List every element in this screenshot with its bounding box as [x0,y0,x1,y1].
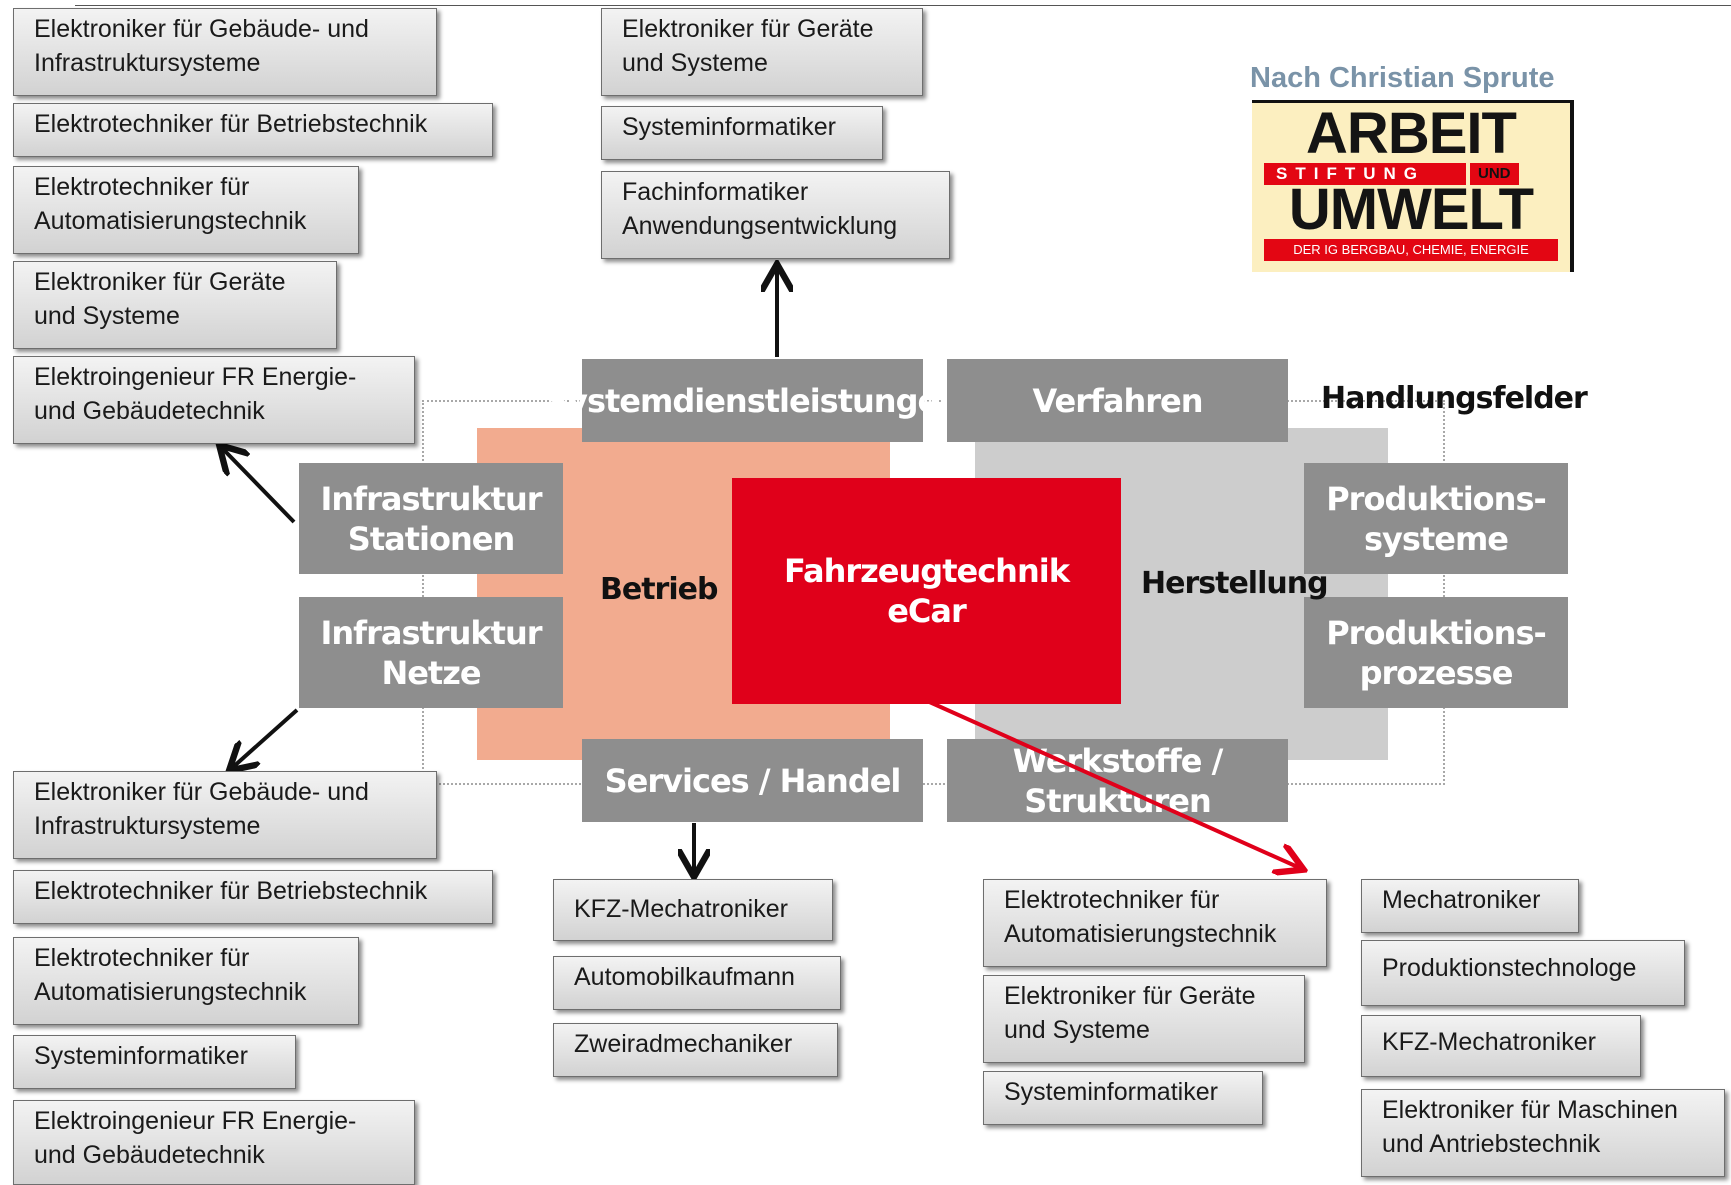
tile-produktionssysteme-line2: systeme [1364,519,1509,558]
tile-infrastruktur-netze: Infrastruktur Netze [299,597,563,708]
job-line2: und Gebäudetechnik [34,397,265,425]
handlungsfelder-frame [422,400,1445,785]
job-box: Elektroniker für Geräte und Systeme [601,8,923,96]
job-box: KFZ-Mechatroniker [553,879,833,941]
job-box: Elektrotechniker für Betriebstechnik [13,870,493,924]
job-box: Elektroniker für Maschinen und Antriebst… [1361,1089,1725,1177]
job-line1: Produktionstechnologe [1382,954,1637,982]
tile-produktionsprozesse-line1: Produktions- [1326,613,1547,652]
job-line1: Elektroniker für Gebäude- und [34,15,369,43]
job-line2: und Gebäudetechnik [34,1141,265,1169]
arrow-center-red [924,698,1300,868]
logo-stiftung-row: STIFTUNG UND [1264,163,1519,185]
label-betrieb: Betrieb [600,572,718,607]
job-line1: Elektroingenieur FR Energie- [34,363,357,391]
job-line1: Elektrotechniker für [34,173,250,201]
label-herstellung: Herstellung [1141,566,1329,601]
job-line1: Systeminformatiker [34,1042,248,1070]
job-box: Systeminformatiker [13,1035,296,1089]
job-line1: Elektroniker für Geräte [622,15,874,43]
credit-text: Nach Christian Sprute [1250,62,1555,94]
job-line1: Elektrotechniker für Betriebstechnik [34,877,428,905]
job-line2: Automatisierungstechnik [34,978,307,1006]
job-box: Elektroniker für Gebäude- und Infrastruk… [13,8,437,96]
job-line2: und Antriebstechnik [1382,1130,1601,1158]
tile-systemdienstleistungen: Systemdienstleistungen [545,359,961,442]
job-box: Systeminformatiker [983,1071,1263,1125]
job-line2: und Systeme [34,302,180,330]
job-box: Elektroniker für Geräte und Systeme [983,975,1305,1063]
center-line2: eCar [887,592,967,630]
job-box: Systeminformatiker [601,106,883,160]
job-line1: Systeminformatiker [622,113,836,141]
job-line1: Systeminformatiker [1004,1078,1218,1106]
logo-subline: DER IG BERGBAU, CHEMIE, ENERGIE [1264,239,1558,261]
logo-word-umwelt: UMWELT [1288,177,1534,242]
tile-infrastruktur-netze-line2: Netze [381,653,481,692]
tile-produktionssysteme-line1: Produktions- [1326,479,1547,518]
tile-produktionsprozesse: Produktions- prozesse [1304,597,1568,708]
job-line2: und Systeme [622,49,768,77]
tile-produktionsprozesse-line2: prozesse [1359,653,1514,692]
job-line1: KFZ-Mechatroniker [574,895,788,923]
job-box: Elektrotechniker für Automatisierungstec… [13,166,359,254]
job-line1: Mechatroniker [1382,886,1541,914]
job-line2: und Systeme [1004,1016,1150,1044]
job-line1: Elektroniker für Gebäude- und [34,778,369,806]
job-box: Elektroniker für Geräte und Systeme [13,261,337,349]
job-line1: Zweiradmechaniker [574,1030,793,1058]
job-box: Produktionstechnologe [1361,940,1685,1006]
job-line2: Infrastruktursysteme [34,812,261,840]
job-box: Elektrotechniker für Betriebstechnik [13,103,493,157]
tile-services-handel: Services / Handel [582,739,923,822]
tile-infrastruktur-stationen-line2: Stationen [347,519,515,558]
job-line1: Automobilkaufmann [574,963,795,991]
job-box: Automobilkaufmann [553,956,841,1010]
job-box: Mechatroniker [1361,879,1579,933]
label-handlungsfelder: Handlungsfelder [1321,381,1588,416]
center-fahrzeugtechnik: Fahrzeugtechnik eCar [732,478,1121,704]
tile-verfahren: Verfahren [947,359,1288,442]
tile-infrastruktur-stationen: Infrastruktur Stationen [299,463,563,574]
job-line1: Elektroniker für Geräte [34,268,286,296]
job-line2: Automatisierungstechnik [34,207,307,235]
job-line1: Elektrotechniker für Betriebstechnik [34,110,428,138]
center-line1: Fahrzeugtechnik [784,552,1070,590]
job-box: Elektrotechniker für Automatisierungstec… [983,879,1327,967]
logo-stiftung: STIFTUNG [1264,163,1466,185]
arrow-netze-bottomleft [232,708,299,768]
job-line1: Fachinformatiker [622,178,809,206]
job-box: Fachinformatiker Anwendungsentwicklung [601,171,950,259]
job-box: KFZ-Mechatroniker [1361,1015,1641,1077]
job-line1: Elektroniker für Maschinen [1382,1096,1678,1124]
top-rule [75,5,1731,6]
job-line1: KFZ-Mechatroniker [1382,1028,1596,1056]
job-box: Elektroingenieur FR Energie- und Gebäude… [13,1100,415,1185]
job-line1: Elektrotechniker für [1004,886,1220,914]
job-line1: Elektroingenieur FR Energie- [34,1107,357,1135]
tile-produktionssysteme: Produktions- systeme [1304,463,1568,574]
job-box: Elektrotechniker für Automatisierungstec… [13,937,359,1025]
arrow-stationen-topleft [222,448,296,524]
job-line1: Elektroniker für Geräte [1004,982,1256,1010]
job-box: Elektroniker für Gebäude- und Infrastruk… [13,771,437,859]
logo-word-arbeit: ARBEIT [1306,101,1517,166]
logo-und: UND [1470,163,1519,185]
tile-werkstoffe-strukturen: Werkstoffe / Strukturen [947,739,1288,822]
job-box: Zweiradmechaniker [553,1023,838,1077]
job-box: Elektroingenieur FR Energie- und Gebäude… [13,356,415,444]
foundation-logo: ARBEIT STIFTUNG UND UMWELT DER IG BERGBA… [1252,100,1574,272]
job-line2: Automatisierungstechnik [1004,920,1277,948]
tile-infrastruktur-netze-line1: Infrastruktur [320,613,542,652]
job-line2: Infrastruktursysteme [34,49,261,77]
job-line1: Elektrotechniker für [34,944,250,972]
job-line2: Anwendungsentwicklung [622,212,898,240]
tile-infrastruktur-stationen-line1: Infrastruktur [320,479,542,518]
